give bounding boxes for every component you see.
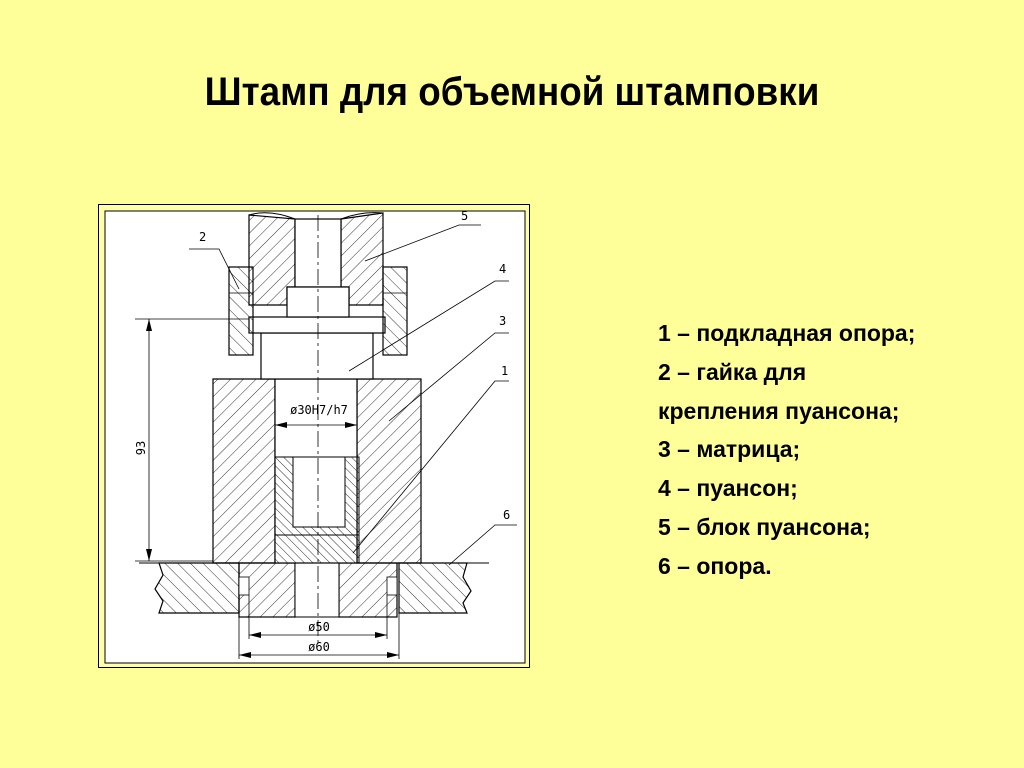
part-number-3: 3	[499, 314, 506, 328]
legend-line-2: 2 – гайка для	[658, 358, 807, 385]
part-number-2: 2	[199, 230, 206, 244]
slide-title: Штамп для объемной штамповки	[204, 70, 820, 114]
part-number-6: 6	[503, 508, 510, 522]
matrix-3	[212, 378, 422, 564]
dimension-height-value: 93	[134, 441, 148, 455]
dimension-diam-small-value: ø50	[308, 620, 330, 634]
punch-4	[248, 316, 386, 380]
dimension-height	[135, 318, 249, 562]
parts-legend: 1 – подкладная опора; 2 – гайка для креп…	[658, 314, 1018, 586]
legend-line-6: 5 – блок пуансона;	[658, 513, 871, 540]
part-number-5: 5	[461, 209, 468, 223]
legend-line-4: 3 – матрица;	[658, 436, 801, 463]
die-drawing-svg: 93 ø30H7/h7 ø50 ø60	[104, 209, 526, 664]
dimension-diameters	[238, 595, 400, 659]
legend-line-5: 4 – пуансон;	[658, 475, 798, 502]
die-drawing: 93 ø30H7/h7 ø50 ø60	[98, 204, 530, 668]
underlay-support-1	[238, 562, 398, 618]
legend-line-3: крепления пуансона;	[658, 397, 900, 424]
leader-lines	[189, 224, 517, 566]
legend-line-7: 6 – опора.	[658, 552, 772, 579]
legend-line-1: 1 – подкладная опора;	[658, 320, 916, 346]
punch-block-5	[248, 212, 384, 318]
dimension-diam-large-value: ø60	[308, 640, 330, 654]
nut-2	[228, 266, 408, 356]
dimension-fit-value: ø30H7/h7	[290, 403, 348, 417]
dimension-fit	[275, 422, 357, 428]
part-number-1: 1	[501, 364, 508, 378]
part-number-4: 4	[499, 262, 506, 276]
